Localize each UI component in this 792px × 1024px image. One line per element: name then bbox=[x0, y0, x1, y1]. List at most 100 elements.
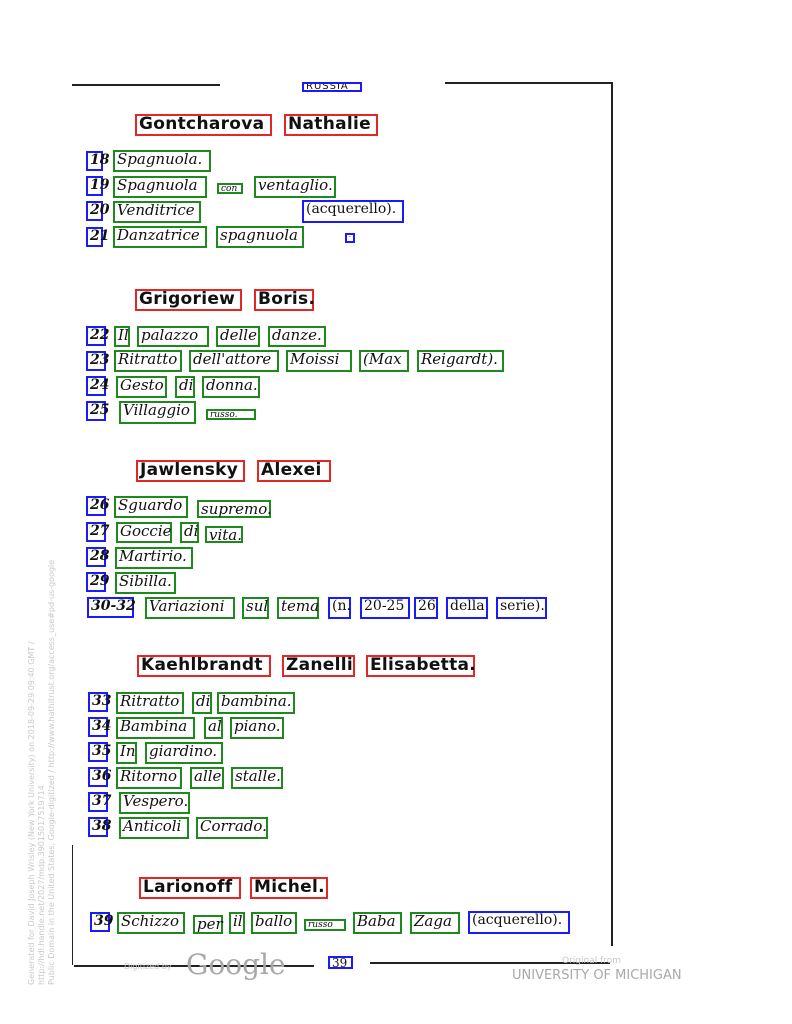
catalogue-number: 34 bbox=[88, 717, 111, 737]
series-note: 20-25 bbox=[360, 597, 410, 619]
work-title-word: donna. bbox=[202, 376, 260, 398]
work-title-word: In bbox=[116, 742, 137, 764]
catalogue-number: 35 bbox=[88, 742, 111, 762]
page-number: 39 bbox=[328, 956, 353, 969]
catalogue-number: 21 bbox=[86, 227, 109, 247]
work-title-word: alle bbox=[190, 767, 224, 789]
work-title-word: Sguardo bbox=[114, 496, 188, 518]
artist-surname: Jawlensky bbox=[136, 460, 245, 482]
artist-first-name: Michel. bbox=[250, 877, 328, 899]
work-title-word: Martirio. bbox=[115, 547, 193, 569]
catalogue-number: 26 bbox=[86, 496, 109, 516]
artist-first-name: Zanelli bbox=[282, 655, 355, 677]
work-title-word: di bbox=[180, 522, 199, 543]
catalogue-number: 20 bbox=[86, 201, 109, 221]
catalogue-number: 39 bbox=[90, 912, 113, 932]
work-title-word: Corrado. bbox=[196, 817, 268, 839]
work-title-word: delle bbox=[216, 326, 260, 347]
work-title-word: dell'attore bbox=[189, 350, 279, 372]
work-title-word: Bambina bbox=[116, 717, 195, 739]
work-title-word: ballo bbox=[251, 912, 297, 934]
work-title-word: danze. bbox=[268, 326, 326, 347]
work-title-word: bambina. bbox=[217, 692, 295, 714]
artist-surname: Larionoff bbox=[139, 877, 241, 899]
artist-surname: Kaehlbrandt bbox=[137, 655, 271, 677]
work-title-word: per bbox=[193, 915, 223, 934]
work-title-word: Vespero. bbox=[119, 792, 190, 814]
work-title-word: Schizzo bbox=[117, 912, 185, 934]
catalogue-number: 37 bbox=[88, 792, 111, 812]
work-title-word: Goccie bbox=[116, 522, 172, 543]
work-title-word: Baba bbox=[353, 912, 402, 934]
artist-first-name: Alexei bbox=[257, 460, 331, 482]
work-title-word: Ritorno bbox=[116, 767, 182, 789]
work-title-word: Ritratto bbox=[116, 692, 184, 714]
catalogue-number: 23 bbox=[86, 351, 109, 371]
work-title-word: Venditrice bbox=[113, 201, 201, 223]
original-from-text: Original from bbox=[562, 956, 622, 966]
medium-note: (acquerello). bbox=[468, 911, 570, 934]
digitized-by-text: Digitized by bbox=[124, 962, 172, 971]
frame-top-right bbox=[445, 82, 613, 84]
catalogue-number: 38 bbox=[88, 817, 111, 837]
artist-first-name: Boris. bbox=[254, 289, 315, 311]
work-title-word: spagnuola bbox=[216, 226, 304, 248]
series-note: serie). bbox=[496, 597, 547, 619]
work-title-word: russo bbox=[304, 919, 346, 931]
catalogue-number: 33 bbox=[88, 692, 111, 712]
work-title-word: Moissi bbox=[286, 350, 352, 372]
work-title-word: il bbox=[229, 912, 245, 934]
running-header: RUSSIA bbox=[302, 82, 362, 92]
catalogue-number: 30-32 bbox=[87, 597, 136, 618]
work-title-word: (Max bbox=[359, 350, 409, 372]
work-title-word: sul bbox=[242, 597, 269, 619]
work-title-word: palazzo bbox=[137, 326, 209, 347]
work-title-word: russo. bbox=[206, 409, 256, 420]
work-title-word: Il bbox=[114, 326, 130, 347]
catalogue-number: 27 bbox=[86, 522, 109, 542]
work-title-word: Sibilla. bbox=[115, 572, 176, 594]
google-logo: Google bbox=[186, 948, 286, 981]
work-title-word: Danzatrice bbox=[113, 226, 207, 248]
side-watermark-line: Generated for David Joseph Wrisley (New … bbox=[27, 641, 46, 985]
catalogue-number: 25 bbox=[86, 401, 109, 421]
catalogue-number: 36 bbox=[88, 767, 111, 787]
frame-right bbox=[611, 84, 613, 946]
work-title-word: Ritratto bbox=[114, 350, 182, 372]
artist-surname: Gontcharova bbox=[135, 114, 272, 136]
work-title-word: Villaggio bbox=[119, 401, 196, 424]
catalogue-number: 18 bbox=[86, 151, 109, 171]
work-title-word: di bbox=[192, 692, 212, 714]
series-note: 26 bbox=[414, 597, 438, 619]
frame-top-left bbox=[72, 84, 220, 86]
stray-mark: · bbox=[345, 233, 355, 243]
catalogue-number: 19 bbox=[86, 176, 109, 196]
artist-surname: Grigoriew bbox=[135, 289, 242, 311]
artist-first-name: Elisabetta. bbox=[366, 655, 476, 677]
work-title-word: con bbox=[217, 183, 243, 194]
catalogue-number: 28 bbox=[86, 547, 109, 567]
side-watermark-line: Public Domain in the United States, Goog… bbox=[47, 559, 56, 985]
work-title-word: Anticoli bbox=[119, 817, 189, 839]
catalogue-number: 22 bbox=[86, 326, 109, 346]
work-title-word: piano. bbox=[230, 717, 284, 739]
work-title-word: Gesto bbox=[116, 376, 167, 398]
catalogue-number: 29 bbox=[86, 572, 109, 592]
work-title-word: al bbox=[204, 717, 223, 739]
work-title-word: Reigardt). bbox=[417, 350, 504, 372]
frame-bottom-right bbox=[370, 962, 610, 964]
series-note: della bbox=[446, 597, 488, 619]
work-title-word: Spagnuola bbox=[113, 176, 207, 198]
work-title-word: giardino. bbox=[145, 742, 223, 764]
frame-left-fragment bbox=[72, 845, 73, 965]
work-title-word: Variazioni bbox=[145, 597, 235, 619]
medium-note: (acquerello). bbox=[302, 200, 404, 223]
work-title-word: tema bbox=[277, 597, 319, 619]
work-title-word: di bbox=[175, 376, 195, 398]
work-title-word: stalle. bbox=[231, 767, 283, 789]
artist-first-name: Nathalie bbox=[284, 114, 378, 136]
work-title-word: Spagnuola. bbox=[113, 150, 211, 172]
work-title-word: Zaga bbox=[410, 912, 460, 934]
series-note: (n. bbox=[328, 597, 351, 619]
